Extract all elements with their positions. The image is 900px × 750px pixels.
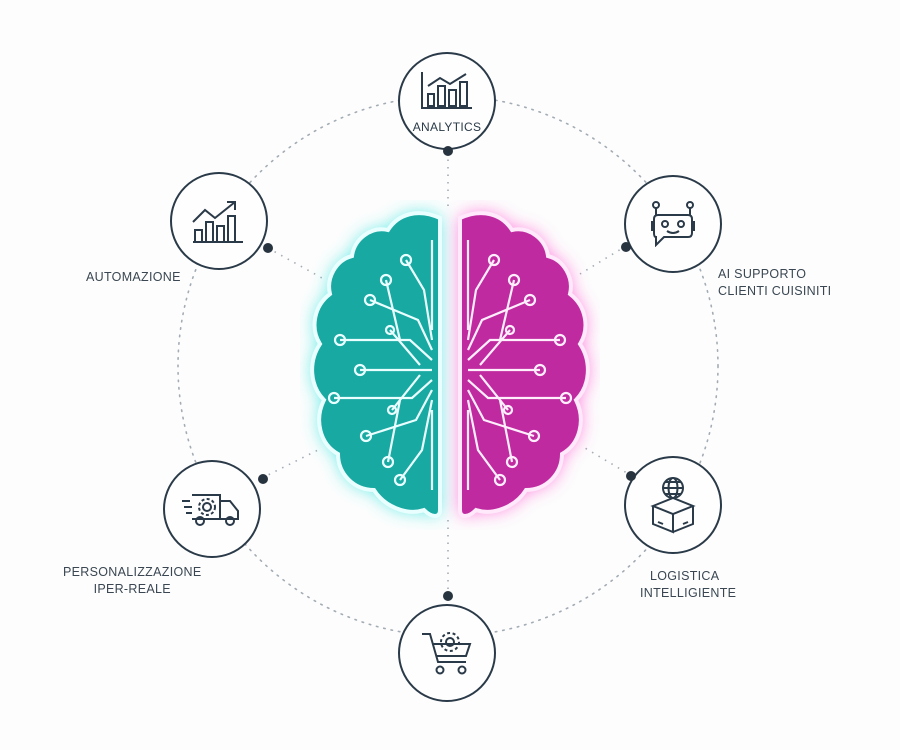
label-ai-supporto: AI SUPPORTO CLIENTI CUISINITI bbox=[718, 266, 831, 300]
node-ai-supporto[interactable] bbox=[624, 175, 722, 273]
connector-dot-personalizzazione bbox=[258, 474, 268, 484]
label-logistica: LOGISTICA INTELLIGIENTE bbox=[640, 568, 736, 602]
bar-chart-line-icon bbox=[421, 71, 472, 109]
label-logistica-line2: INTELLIGIENTE bbox=[640, 586, 737, 600]
label-personalizzazione-line1: PERSONALIZZAZIONE bbox=[63, 565, 202, 579]
connector-dot-logistica bbox=[626, 471, 636, 481]
node-analytics-label: ANALYTICS bbox=[412, 120, 482, 134]
label-automazione: AUTOMAZIONE bbox=[86, 270, 181, 284]
connector-dot-automazione bbox=[263, 243, 273, 253]
label-logistica-line1: LOGISTICA bbox=[650, 569, 720, 583]
node-analytics[interactable]: ANALYTICS bbox=[398, 52, 496, 150]
globe-box-icon bbox=[650, 477, 696, 534]
connector-dot-ecommerce bbox=[443, 591, 453, 601]
delivery-truck-gear-icon bbox=[182, 494, 239, 526]
node-personalizzazione[interactable] bbox=[163, 460, 261, 558]
label-personalizzazione-line2: IPER-REALE bbox=[93, 582, 171, 596]
node-automazione[interactable] bbox=[170, 172, 268, 270]
label-ai-supporto-line1: AI SUPPORTO bbox=[718, 267, 807, 281]
connector-dot-analytics bbox=[443, 146, 453, 156]
label-personalizzazione: PERSONALIZZAZIONE IPER-REALE bbox=[63, 564, 201, 598]
label-ai-supporto-line2: CLIENTI CUISINITI bbox=[718, 284, 832, 298]
cart-gear-icon bbox=[422, 632, 472, 675]
connector-dot-supporto bbox=[621, 242, 631, 252]
ai-brain-illustration bbox=[310, 211, 590, 518]
growth-chart-arrow-icon bbox=[192, 201, 243, 243]
chatbot-icon bbox=[651, 201, 695, 247]
node-ecommerce[interactable] bbox=[398, 604, 496, 702]
node-logistica[interactable] bbox=[624, 456, 722, 554]
